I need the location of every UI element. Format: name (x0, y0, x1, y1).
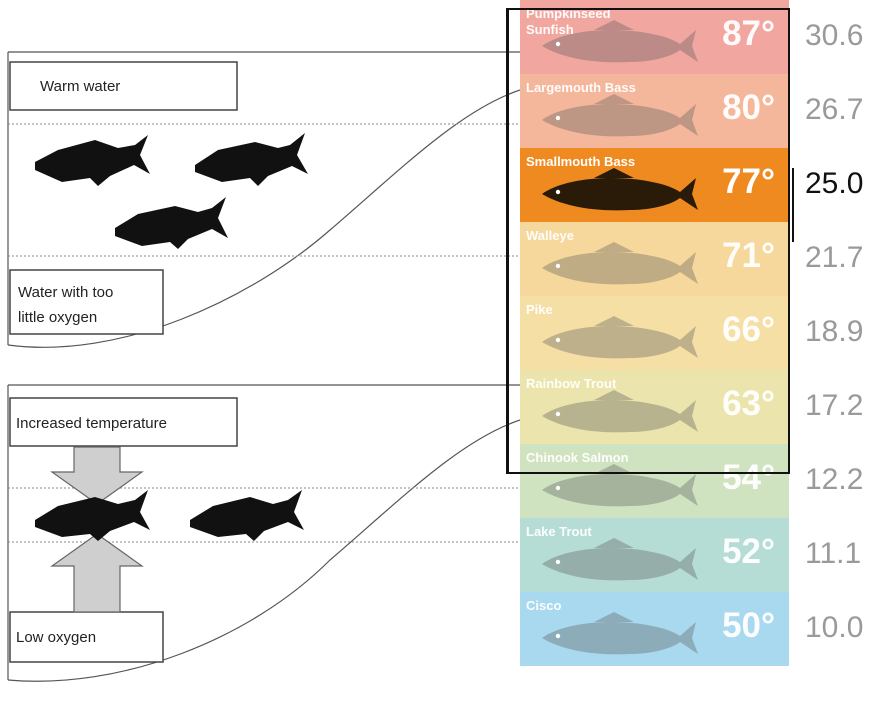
fish-band: Smallmouth Bass 77° (520, 148, 789, 222)
celsius-value: 30.6 (805, 18, 891, 54)
fish-silhouette (190, 490, 304, 541)
fish-name: Lake Trout (526, 524, 656, 540)
fish-band: Cisco 50° (520, 592, 789, 666)
celsius-value: 12.2 (805, 462, 891, 498)
fish-name: Walleye (526, 228, 656, 244)
fahrenheit-temp: 80° (722, 88, 775, 128)
celsius-value: 25.0 (805, 166, 891, 202)
fish-silhouette (35, 490, 150, 541)
fish-band: Pike 66° (520, 296, 789, 370)
fish-name: Pike (526, 302, 656, 318)
fish-illustration-icon (534, 164, 702, 218)
fish-illustration-icon (534, 534, 702, 588)
fish-illustration-icon (534, 386, 702, 440)
fahrenheit-temp: 50° (722, 606, 775, 646)
fish-name: Largemouth Bass (526, 80, 656, 96)
fish-silhouette (195, 133, 308, 186)
celsius-value: 17.2 (805, 388, 891, 424)
fish-band: Walleye 71° (520, 222, 789, 296)
celsius-value: 26.7 (805, 92, 891, 128)
fish-illustration-icon (534, 90, 702, 144)
fish-name: Smallmouth Bass (526, 154, 656, 170)
celsius-value: 21.7 (805, 240, 891, 276)
down-arrow-icon (52, 447, 142, 504)
fahrenheit-temp: 77° (722, 162, 775, 202)
fish-illustration-icon (534, 608, 702, 662)
increased-temperature-label: Increased temperature (16, 415, 167, 432)
fish-silhouette (115, 197, 228, 249)
top-lake-section (8, 52, 520, 347)
fish-band: Lake Trout 52° (520, 518, 789, 592)
celsius-value: 11.1 (805, 536, 891, 572)
low-oxygen-bottom-label: Low oxygen (16, 629, 96, 646)
fish-illustration-icon (534, 238, 702, 292)
fish-name: Cisco (526, 598, 656, 614)
fahrenheit-temp: 87° (722, 14, 775, 54)
fish-name: Pumpkinseed Sunfish (526, 6, 656, 38)
fish-name: Rainbow Trout (526, 376, 656, 392)
low-oxygen-label-line1: Water with too (18, 284, 113, 301)
fish-silhouette (35, 135, 150, 186)
celsius-value: 10.0 (805, 610, 891, 646)
fish-name: Chinook Salmon (526, 450, 656, 466)
lake-diagram: Warm water Water with too little oxygen … (0, 0, 520, 701)
fish-band: Largemouth Bass 80° (520, 74, 789, 148)
fish-illustration-icon (534, 460, 702, 514)
fish-illustration-icon (534, 312, 702, 366)
fahrenheit-temp: 66° (722, 310, 775, 350)
celsius-value: 18.9 (805, 314, 891, 350)
fahrenheit-temp: 52° (722, 532, 775, 572)
selection-marker (792, 168, 794, 242)
fahrenheit-temp: 54° (722, 458, 775, 498)
fahrenheit-temp: 71° (722, 236, 775, 276)
warm-water-label: Warm water (40, 78, 120, 95)
fish-band: Chinook Salmon 54° (520, 444, 789, 518)
fish-band: Rainbow Trout 63° (520, 370, 789, 444)
low-oxygen-label-line2: little oxygen (18, 309, 97, 326)
fish-temperature-panel: Pumpkinseed Sunfish 87° Largemouth Bass 80°… (520, 0, 789, 668)
up-arrow-icon (52, 534, 142, 612)
fahrenheit-temp: 63° (722, 384, 775, 424)
fish-band: Pumpkinseed Sunfish 87° (520, 0, 789, 74)
